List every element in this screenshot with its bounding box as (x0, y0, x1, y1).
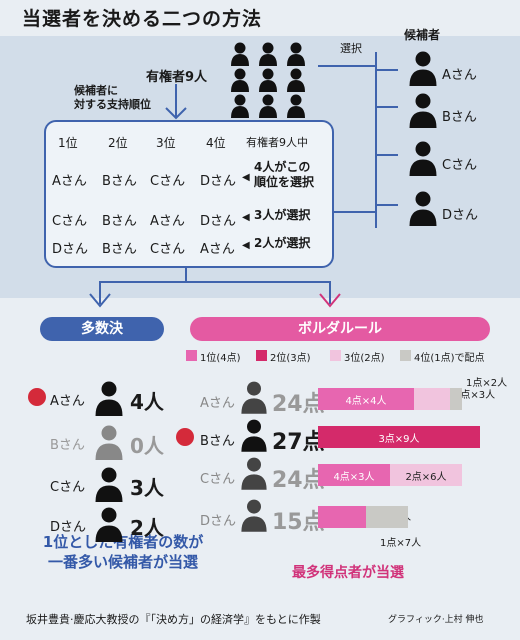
candidate-icon (408, 92, 438, 132)
borda-candidate-name: Cさん (200, 472, 236, 487)
majority-candidate-name: Dさん (50, 520, 87, 535)
voter-icon (231, 94, 249, 118)
table-cell: Aさん (52, 174, 87, 189)
table-header: 2位 (108, 136, 128, 150)
table-row-note: 3人が選択 (254, 208, 311, 222)
majority-candidate-name: Cさん (50, 480, 86, 495)
borda-message: 最多得点者が当選 (292, 565, 404, 581)
table-cell: Dさん (200, 214, 237, 229)
borda-bar-segment (414, 388, 450, 410)
candidates-label: 候補者 (404, 28, 441, 42)
majority-pill: 多数決 (40, 317, 164, 341)
table-header: 4位 (206, 136, 226, 150)
candidate-name: Bさん (442, 110, 477, 125)
table-cell: Bさん (102, 214, 137, 229)
borda-bar-segment: 4点×4人 (318, 388, 414, 410)
borda-points: 27点 (272, 430, 325, 455)
table-header: 3位 (156, 136, 176, 150)
borda-bar-label: 1点×7人 (380, 538, 422, 549)
majority-candidate-icon (94, 466, 124, 506)
row-arrow: ◀ (242, 240, 250, 251)
majority-candidate-name: Bさん (50, 438, 85, 453)
majority-message: 1位とした有権者の数が一番多い候補者が当選 (42, 533, 204, 571)
borda-pill: ボルダルール (190, 317, 490, 341)
row-arrow: ◀ (242, 212, 250, 223)
borda-points: 15点 (272, 510, 325, 535)
majority-candidate-icon (94, 506, 124, 546)
candidate-name: Dさん (442, 208, 479, 223)
legend-label: 3位(2点) (344, 353, 385, 364)
voter-icon (231, 68, 249, 92)
row-arrow: ◀ (242, 172, 250, 183)
voter-icon (259, 68, 277, 92)
majority-candidate-icon (94, 380, 124, 420)
credit-graphic: グラフィック·上村 伸也 (388, 615, 484, 625)
voter-icon (287, 68, 305, 92)
majority-count: 3人 (130, 476, 164, 500)
borda-candidate-icon (240, 498, 268, 536)
select-label: 選択 (340, 42, 362, 55)
table-row-note: 4人がこの 順位を選択 (254, 160, 315, 189)
voter-icon (287, 42, 305, 66)
legend-label: 4位(1点)で配点 (414, 353, 485, 364)
borda-candidate-icon (240, 418, 268, 456)
winner-rose-icon (28, 388, 46, 406)
borda-candidate-icon (240, 456, 268, 494)
borda-candidate-name: Aさん (200, 396, 235, 411)
candidate-name: Aさん (442, 68, 477, 83)
winner-rose-icon (176, 428, 194, 446)
borda-bar-segment: 4点×3人 (318, 464, 390, 486)
table-cell: Aさん (150, 214, 185, 229)
borda-candidate-icon (240, 380, 268, 418)
voter-icon (259, 94, 277, 118)
candidate-icon (408, 140, 438, 180)
borda-bar-segment (450, 388, 462, 410)
legend-swatch (330, 350, 341, 361)
borda-bar-segment: 2点×6人 (390, 464, 462, 486)
voters-label: 有権者9人 (146, 70, 208, 85)
voter-icon (231, 42, 249, 66)
voters-cluster-icon (231, 42, 305, 118)
majority-candidate-icon (94, 424, 124, 464)
table-cell: Cさん (52, 214, 88, 229)
legend-label: 1位(4点) (200, 353, 241, 364)
voter-icon (259, 42, 277, 66)
majority-candidate-name: Aさん (50, 394, 85, 409)
table-cell: Cさん (150, 174, 186, 189)
table-cell: Dさん (200, 174, 237, 189)
legend-label: 2位(3点) (270, 353, 311, 364)
page-title: 当選者を決める二つの方法 (22, 8, 263, 30)
borda-bar-segment (318, 506, 366, 528)
majority-count: 2人 (130, 516, 164, 540)
candidate-icon (408, 50, 438, 90)
table-cell: Bさん (102, 242, 137, 257)
legend-swatch (186, 350, 197, 361)
candidate-icon (408, 190, 438, 230)
borda-points: 24点 (272, 468, 325, 493)
ranking-label: 候補者に 対する支持順位 (74, 84, 151, 111)
table-header: 1位 (58, 136, 78, 150)
borda-bar-label: 1点×2人 (466, 378, 508, 389)
table-cell: Bさん (102, 174, 137, 189)
table-cell: Aさん (200, 242, 235, 257)
ranking-table (44, 120, 334, 268)
legend-swatch (256, 350, 267, 361)
borda-candidate-name: Dさん (200, 514, 237, 529)
borda-bar-segment: 3点×9人 (318, 426, 480, 448)
borda-points: 24点 (272, 392, 325, 417)
table-row-note: 2人が選択 (254, 236, 311, 250)
credit-source: 坂井豊貴·慶応大教授の『「決め方」の経済学』をもとに作製 (26, 613, 321, 626)
borda-bar-label: 2点×3人 (454, 390, 496, 401)
majority-count: 4人 (130, 390, 164, 414)
table-voters-header: 有権者9人中 (246, 136, 308, 149)
borda-bar-segment (366, 506, 408, 528)
majority-count: 0人 (130, 434, 164, 458)
legend-swatch (400, 350, 411, 361)
voter-icon (287, 94, 305, 118)
table-cell: Cさん (150, 242, 186, 257)
table-cell: Dさん (52, 242, 89, 257)
borda-candidate-name: Bさん (200, 434, 235, 449)
candidate-name: Cさん (442, 158, 478, 173)
